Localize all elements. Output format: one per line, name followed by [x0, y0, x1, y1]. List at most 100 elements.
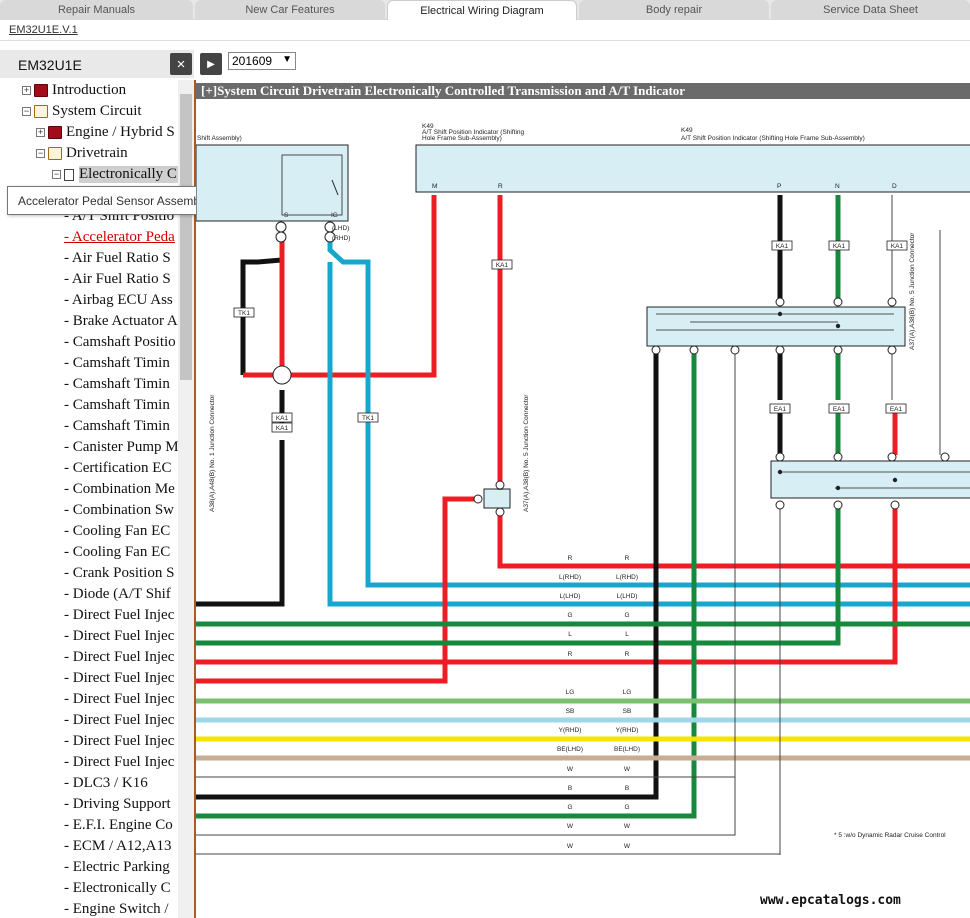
junction-label: A37(A),A38(B) No. 5 Junction Connector — [909, 232, 916, 350]
tree-leaf-item[interactable]: - Accelerator Peda — [64, 229, 175, 245]
wiring-diagram-svg: KA1 KA1 KA1 KA1 TK1 TK1 KA1 KA1 EA1 EA1 … — [196, 80, 970, 918]
bus-wire-label: G — [624, 612, 629, 619]
tree-leaf-item[interactable]: - Air Fuel Ratio S — [64, 250, 171, 266]
scrollbar-thumb[interactable] — [180, 94, 192, 380]
open-book-icon — [48, 147, 62, 160]
tree-leaf-item[interactable]: - Driving Support — [64, 796, 171, 812]
tree-leaf-item[interactable]: - Diode (A/T Shif — [64, 586, 171, 602]
bus-wire-label: W — [567, 823, 574, 830]
expand-icon[interactable]: + — [36, 127, 45, 137]
bus-wire-label: W — [624, 823, 631, 830]
tree-node-drivetrain[interactable]: − Drivetrain — [36, 143, 128, 164]
tree-leaf-item[interactable]: - Certification EC — [64, 460, 172, 476]
tree-leaf-item[interactable]: - Direct Fuel Injec — [64, 754, 175, 770]
pin-label: D — [892, 183, 897, 190]
tree-leaf-item[interactable]: - Camshaft Positio — [64, 334, 176, 350]
tree-leaf-item[interactable]: - Electric Parking — [64, 859, 170, 875]
tree-leaf-item[interactable]: - Cooling Fan EC — [64, 523, 171, 539]
book-icon — [34, 84, 48, 97]
bus-wire-label: LG — [623, 689, 632, 696]
version-select[interactable]: 201609▼ — [228, 52, 296, 70]
tab-new-car-features[interactable]: New Car Features — [195, 0, 385, 20]
collapse-icon[interactable]: − — [36, 148, 45, 158]
tree-leaf-item[interactable]: - Camshaft Timin — [64, 376, 170, 392]
tree-leaf-item[interactable]: - Combination Me — [64, 481, 175, 497]
tree-node-introduction[interactable]: + Introduction — [22, 80, 126, 101]
connector-label: KA1 — [496, 262, 509, 269]
tab-repair-manuals[interactable]: Repair Manuals — [0, 0, 193, 20]
tree-leaf-item[interactable]: - E.F.I. Engine Co — [64, 817, 173, 833]
pin-label: IG — [331, 212, 338, 219]
tree-leaf-item[interactable]: - Brake Actuator A — [64, 313, 178, 329]
tree-leaf-item[interactable]: - Direct Fuel Injec — [64, 649, 175, 665]
book-icon — [48, 126, 62, 139]
tree-label-selected: Electronically C — [79, 166, 178, 183]
breadcrumb[interactable]: EM32U1E.V.1 — [9, 24, 78, 36]
tree-leaf-item[interactable]: - Direct Fuel Injec — [64, 628, 175, 644]
tab-service-data-sheet[interactable]: Service Data Sheet — [771, 0, 970, 20]
bus-wire-label: L — [625, 631, 629, 638]
pin-label: M — [432, 183, 437, 190]
tree-leaf-item[interactable]: - Direct Fuel Injec — [64, 607, 175, 623]
wiring-diagram[interactable]: KA1 KA1 KA1 KA1 TK1 TK1 KA1 KA1 EA1 EA1 … — [196, 80, 970, 918]
navigation-tree: + Introduction − System Circuit + Engine… — [0, 80, 178, 918]
tree-node-engine-hybrid[interactable]: + Engine / Hybrid S — [36, 122, 175, 143]
tree-leaf-item[interactable]: - Engine Switch / — [64, 901, 169, 917]
document-title: EM32U1E — [18, 57, 82, 73]
junction-connector-1 — [646, 306, 906, 347]
tree-leaf-item[interactable]: - Camshaft Timin — [64, 397, 170, 413]
close-button[interactable]: × — [170, 53, 192, 75]
bus-wire-label: W — [567, 843, 574, 850]
shift-assembly-box — [196, 144, 349, 222]
bus-wire-label: R — [625, 555, 630, 562]
version-value: 201609 — [232, 54, 273, 68]
tree-leaf-item[interactable]: - Camshaft Timin — [64, 355, 170, 371]
collapse-icon[interactable]: − — [22, 106, 31, 116]
bus-wire-label: R — [568, 651, 573, 658]
junction-label: A37(A),A38(B) No. 5 Junction Connector — [523, 394, 530, 512]
bus-wire-label: G — [567, 612, 572, 619]
tab-body-repair[interactable]: Body repair — [579, 0, 769, 20]
tree-leaf-item[interactable]: - Combination Sw — [64, 502, 175, 518]
tree-leaf-item[interactable]: - Camshaft Timin — [64, 418, 170, 434]
tree-leaf-item[interactable]: - Direct Fuel Injec — [64, 691, 175, 707]
tree-leaf-item[interactable]: - Direct Fuel Injec — [64, 670, 175, 686]
component-label: Shift Assembly) — [197, 135, 242, 142]
document-icon — [64, 168, 74, 181]
connector-label: KA1 — [891, 243, 904, 250]
bus-wire-label: L — [568, 631, 572, 638]
connector-label: EA1 — [833, 406, 846, 413]
tree-leaf-item[interactable]: - Direct Fuel Injec — [64, 733, 175, 749]
tree-node-electronically-controlled[interactable]: − Electronically C — [52, 164, 178, 185]
pin-label: P — [777, 183, 781, 190]
tree-leaf-item[interactable]: - Airbag ECU Ass — [64, 292, 173, 308]
tree-leaf-item[interactable]: - Air Fuel Ratio S — [64, 271, 171, 287]
tab-electrical-wiring-diagram[interactable]: Electrical Wiring Diagram — [387, 0, 577, 20]
pane-splitter[interactable] — [194, 80, 196, 918]
tree-leaf-item[interactable]: - Canister Pump M — [64, 439, 178, 455]
expand-icon[interactable]: + — [22, 85, 31, 95]
bus-wire-label: Y(RHD) — [616, 727, 639, 734]
play-icon[interactable]: ▶ — [200, 53, 222, 75]
tree-node-system-circuit[interactable]: − System Circuit — [22, 101, 142, 122]
tree-leaf-item[interactable]: - DLC3 / K16 — [64, 775, 148, 791]
tree-leaf-item[interactable]: - Electronically C — [64, 880, 171, 896]
component-label: Hole Frame Sub-Assembly) — [422, 135, 502, 142]
tree-leaf-item[interactable]: - Direct Fuel Injec — [64, 712, 175, 728]
connector-label: KA1 — [276, 415, 289, 422]
tree-leaf-item[interactable]: - Crank Position S — [64, 565, 175, 581]
tree-leaf-item[interactable]: - ECM / A12,A13 — [64, 838, 172, 854]
collapse-icon[interactable]: − — [52, 169, 61, 179]
bus-wire-label: SB — [623, 708, 632, 715]
component-label: K49 — [681, 127, 693, 134]
component-label: A/T Shift Position Indicator (Shifting — [422, 129, 525, 136]
bus-wire-label: LG — [566, 689, 575, 696]
bus-wire-label: L(RHD) — [559, 574, 581, 581]
connector-label: TK1 — [362, 415, 374, 422]
bus-wire-label: G — [624, 804, 629, 811]
bus-wire-label: B — [625, 785, 629, 792]
tree-leaf-item[interactable]: - Cooling Fan EC — [64, 544, 171, 560]
bus-wire-label: R — [625, 651, 630, 658]
wire-tag: (RHD) — [332, 235, 350, 242]
bus-wire-label: L(LHD) — [560, 593, 581, 600]
